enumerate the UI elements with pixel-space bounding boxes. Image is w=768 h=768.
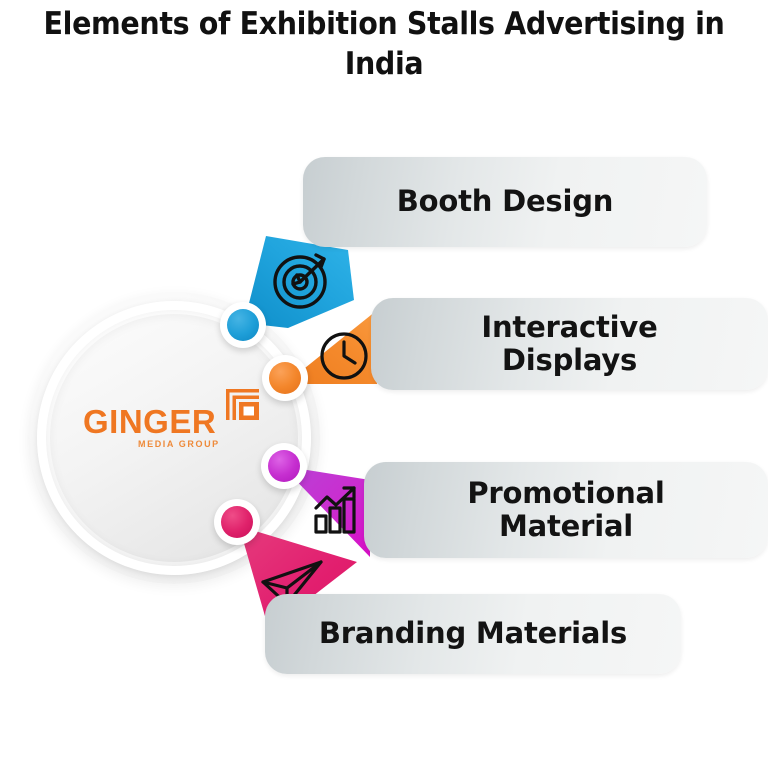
wedge-promotional-material xyxy=(278,452,388,562)
label-text: Booth Design xyxy=(396,184,614,219)
label-box-promotional-material[interactable]: Promotional Material xyxy=(364,462,768,558)
wedge-interactive-displays xyxy=(280,306,390,406)
target-arrow-icon xyxy=(273,253,327,309)
label-text: Interactive Displays xyxy=(481,309,658,377)
node-dot xyxy=(269,362,301,394)
node-interactive-displays[interactable] xyxy=(262,355,308,401)
label-box-booth-design[interactable]: Booth Design xyxy=(303,157,707,247)
node-dot xyxy=(268,450,300,482)
label-text: Branding Materials xyxy=(318,616,628,651)
brand-tagline: MEDIA GROUP xyxy=(138,439,220,449)
node-branding-materials[interactable] xyxy=(214,499,260,545)
growth-bar-chart-icon xyxy=(314,486,356,534)
node-dot xyxy=(227,309,259,341)
node-dot xyxy=(221,506,253,538)
central-hub: GINGER MEDIA GROUP xyxy=(28,292,320,584)
brand-name: GINGER xyxy=(83,403,217,440)
hub-ring-track xyxy=(37,301,311,575)
node-promotional-material[interactable] xyxy=(261,443,307,489)
node-booth-design[interactable] xyxy=(220,302,266,348)
ginger-logo-mark-icon xyxy=(224,387,261,421)
label-text: Promotional Material xyxy=(467,475,665,543)
clock-icon xyxy=(320,332,368,380)
page-title: Elements of Exhibition Stalls Advertisin… xyxy=(43,6,725,82)
brand-logo: GINGER MEDIA GROUP xyxy=(83,387,273,457)
wedge-booth-design xyxy=(236,228,366,338)
label-box-interactive-displays[interactable]: Interactive Displays xyxy=(371,298,768,390)
label-box-branding-materials[interactable]: Branding Materials xyxy=(265,594,681,674)
